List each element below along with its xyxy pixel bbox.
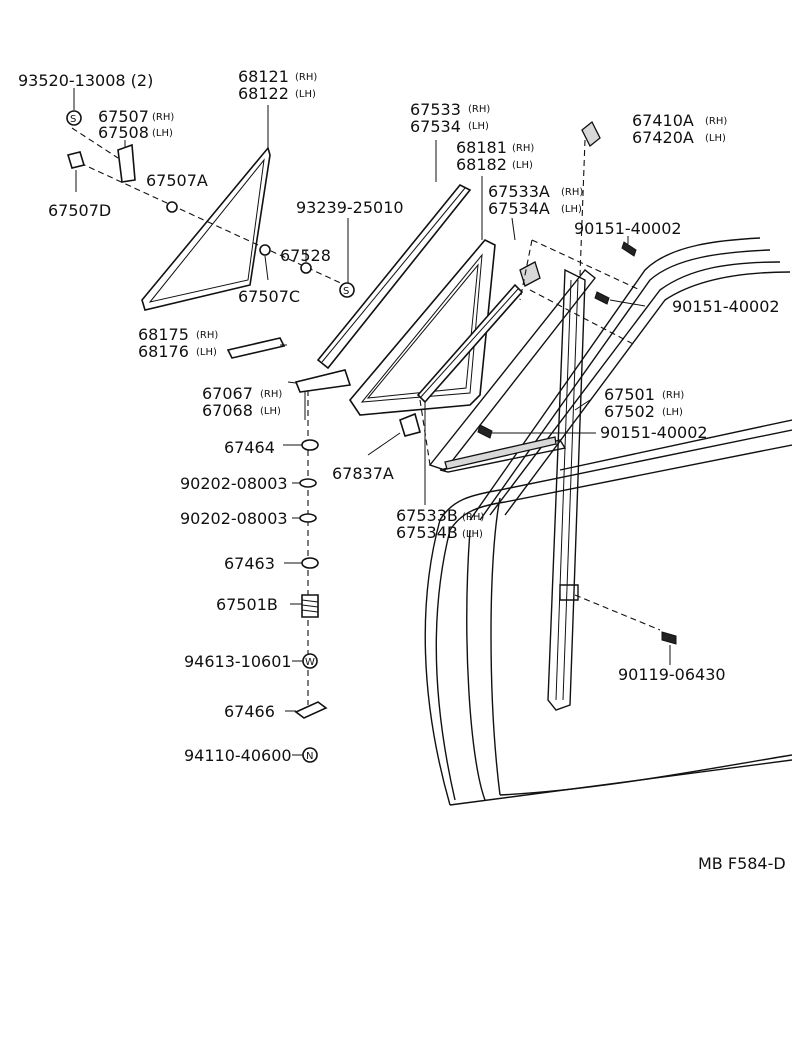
label-67534b-lh: (LH): [462, 529, 483, 540]
label-67067-rh: (RH): [260, 389, 282, 400]
bolt-90119: [661, 631, 677, 645]
label-90202-b: 90202-08003: [180, 509, 288, 528]
label-67534b: 67534B: [396, 523, 458, 542]
label-68122-lh: (LH): [295, 89, 316, 100]
label-67534a-lh: (LH): [561, 204, 582, 215]
screw-90151-b: [594, 291, 610, 305]
label-90151-a: 90151-40002: [574, 219, 682, 238]
weatherstrip-67533: [316, 183, 472, 370]
label-67410a: 67410A: [632, 111, 694, 130]
label-68181: 68181: [456, 138, 507, 157]
screw-s-93239: [339, 282, 355, 298]
label-68121: 68121: [238, 67, 289, 86]
label-67508-lh: (LH): [152, 128, 173, 139]
label-67464: 67464: [224, 438, 275, 457]
bracket-67507: [117, 143, 136, 183]
screw-90151-c: [477, 424, 493, 439]
label-67463: 67463: [224, 554, 275, 573]
knob-67466: [294, 701, 328, 719]
fastener-67507d: [66, 151, 86, 169]
label-67533: 67533: [410, 100, 461, 119]
bracket-68175: [226, 337, 286, 359]
label-94613: 94613-10601: [184, 652, 292, 671]
label-90119: 90119-06430: [618, 665, 726, 684]
label-67501b: 67501B: [216, 595, 278, 614]
symbol-s-2: S: [343, 286, 349, 297]
door-frame-upper: [469, 237, 792, 521]
label-68175-rh: (RH): [196, 330, 218, 341]
label-67507-rh: (RH): [152, 112, 174, 123]
label-67534a: 67534A: [488, 199, 550, 218]
label-67533a: 67533A: [488, 182, 550, 201]
label-94110: 94110-40600: [184, 746, 292, 765]
label-67507c: 67507C: [238, 287, 300, 306]
label-68175: 68175: [138, 325, 189, 344]
washer-67464: [301, 439, 319, 451]
label-68176-lh: (LH): [196, 347, 217, 358]
label-67420a: 67420A: [632, 128, 694, 147]
label-68176: 68176: [138, 342, 189, 361]
label-68121-rh: (RH): [295, 72, 317, 83]
label-67420a-lh: (LH): [705, 133, 726, 144]
door-frame-67501: [428, 268, 596, 711]
label-67501: 67501: [604, 385, 655, 404]
washer-67507a: [166, 201, 178, 213]
label-68182: 68182: [456, 155, 507, 174]
label-67837a: 67837A: [332, 464, 394, 483]
door-panel: [424, 429, 792, 806]
label-68122: 68122: [238, 84, 289, 103]
label-67534-lh: (LH): [468, 121, 489, 132]
label-67466: 67466: [224, 702, 275, 721]
label-67508: 67508: [98, 123, 149, 142]
label-67534: 67534: [410, 117, 461, 136]
label-67501-rh: (RH): [662, 390, 684, 401]
hinge-67067: [294, 369, 352, 393]
label-93520: 93520-13008 (2): [18, 71, 153, 90]
label-67068-lh: (LH): [260, 406, 281, 417]
washer-67463: [301, 557, 319, 569]
label-90202-a: 90202-08003: [180, 474, 288, 493]
label-67533-rh: (RH): [468, 104, 490, 115]
label-67410a-rh: (RH): [705, 116, 727, 127]
clip-67410a: [581, 120, 601, 148]
label-93239: 93239-25010: [296, 198, 404, 217]
label-90151-c: 90151-40002: [600, 423, 708, 442]
label-67068: 67068: [202, 401, 253, 420]
label-67528: 67528: [280, 246, 331, 265]
reference-code: MB F584-D: [698, 854, 786, 873]
symbol-w: W: [305, 657, 315, 668]
symbol-s-1: S: [70, 114, 76, 125]
label-67502: 67502: [604, 402, 655, 421]
symbol-letters: S S W N: [70, 114, 349, 762]
label-67502-lh: (LH): [662, 407, 683, 418]
label-67533b-rh: (RH): [462, 512, 484, 523]
label-68181-rh: (RH): [512, 143, 534, 154]
symbol-n: N: [306, 751, 313, 762]
label-90151-b: 90151-40002: [672, 297, 780, 316]
label-67507a: 67507A: [146, 171, 208, 190]
vent-glass-68181: [349, 239, 496, 416]
label-67533a-rh: (RH): [561, 187, 583, 198]
washer-90202-a: [299, 478, 317, 488]
label-67533b: 67533B: [396, 506, 458, 525]
washer-90202-b: [299, 513, 317, 523]
label-68182-lh: (LH): [512, 160, 533, 171]
nut-67528: [300, 262, 312, 274]
label-67507d: 67507D: [48, 201, 111, 220]
screw-s-93520: [66, 110, 82, 126]
quarter-glass-68121: [141, 146, 271, 311]
part-labels: 93520-13008 (2) 67507 (RH) 67508 (LH) 67…: [18, 67, 786, 873]
stopper-67837a: [399, 412, 421, 437]
screw-90151-a: [621, 241, 637, 257]
label-leaders: [73, 88, 671, 756]
label-67067: 67067: [202, 384, 253, 403]
washer-67507c: [259, 244, 271, 256]
label-67507: 67507: [98, 107, 149, 126]
